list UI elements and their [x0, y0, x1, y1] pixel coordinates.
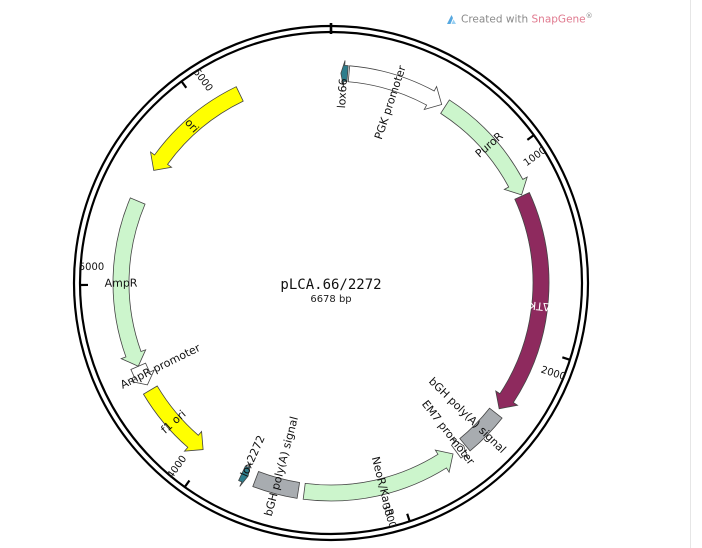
- plasmid-size: 6678 bp: [310, 294, 351, 305]
- snapgene-logo-icon: [447, 14, 456, 24]
- tick-2000: [562, 356, 571, 361]
- credit-brand: SnapGene: [531, 13, 586, 26]
- plasmid-backbone: [72, 23, 590, 542]
- credit-mark: ®: [585, 12, 593, 20]
- feature-bgh-poly-a-signal-7: [252, 471, 301, 499]
- label-bgh-poly-a-signal-7: bGH poly(A) signal: [262, 415, 301, 518]
- tick-1000: [526, 134, 535, 141]
- feature-puror-2: [440, 99, 528, 196]
- tick-3000: [406, 513, 411, 522]
- tick-4000: [183, 479, 191, 488]
- label-ampr-11: AmpR: [105, 277, 138, 290]
- feature-ampr-11: [112, 197, 147, 367]
- label-lox2272-8: lox2272: [238, 433, 268, 478]
- tick-6000: [180, 80, 188, 89]
- plasmid-name: pLCA.66/2272: [280, 277, 381, 293]
- feature-tk-3: [495, 192, 550, 410]
- feature-em7-promoter-5: [450, 438, 469, 460]
- label-lox66-0: lox66: [335, 78, 350, 109]
- panel-edge: [690, 0, 691, 548]
- label-tk-3: ΔTK: [528, 298, 552, 313]
- feature-pgk-promoter-1: [347, 65, 443, 111]
- tick-label-1000: 1000: [522, 145, 549, 169]
- lox66-lox-site-icon: [340, 60, 349, 87]
- credit-prefix: Created with: [461, 13, 532, 26]
- feature-bgh-poly-a-signal-4: [459, 407, 503, 452]
- feature-neor-kanr-6: [302, 449, 454, 502]
- tick-label-6000: 6000: [191, 67, 215, 94]
- tick-label-2000: 2000: [539, 365, 567, 383]
- tick-label-5000: 5000: [79, 262, 105, 273]
- tick-label-4000: 4000: [165, 454, 189, 481]
- feature-ori-12: [149, 86, 244, 171]
- snapgene-credit: Created with SnapGene®: [446, 12, 593, 26]
- lox2272-lox-site-icon: [238, 462, 251, 487]
- feature-f1-ori-9: [142, 385, 204, 452]
- feature-arcs: [112, 60, 550, 502]
